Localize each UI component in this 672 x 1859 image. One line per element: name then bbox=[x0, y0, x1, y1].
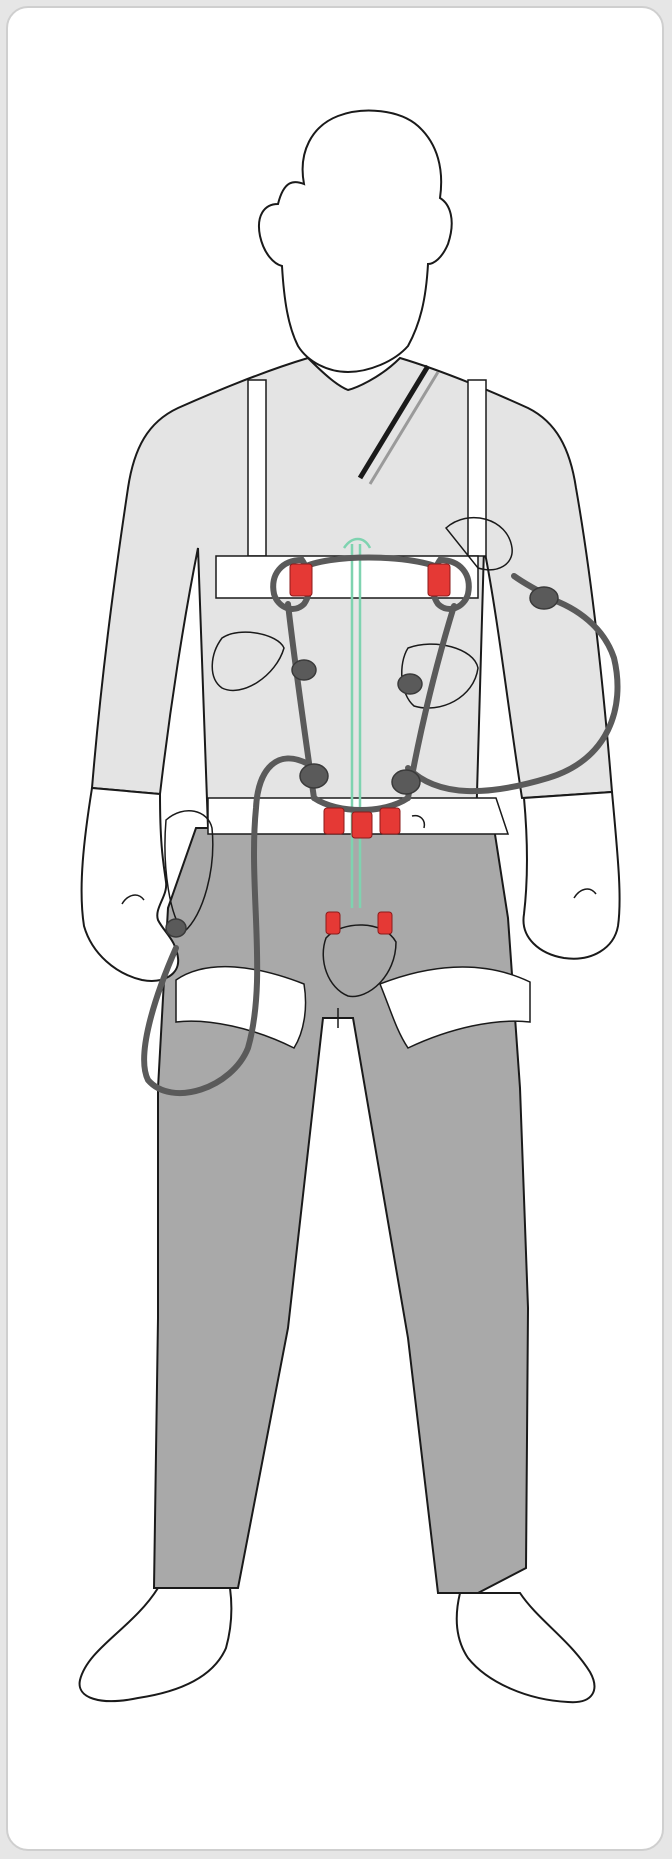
head bbox=[259, 111, 452, 372]
feet bbox=[80, 1588, 595, 1702]
harness-illustration bbox=[8, 8, 662, 1849]
pants bbox=[154, 828, 528, 1593]
illustration-frame bbox=[6, 6, 664, 1851]
